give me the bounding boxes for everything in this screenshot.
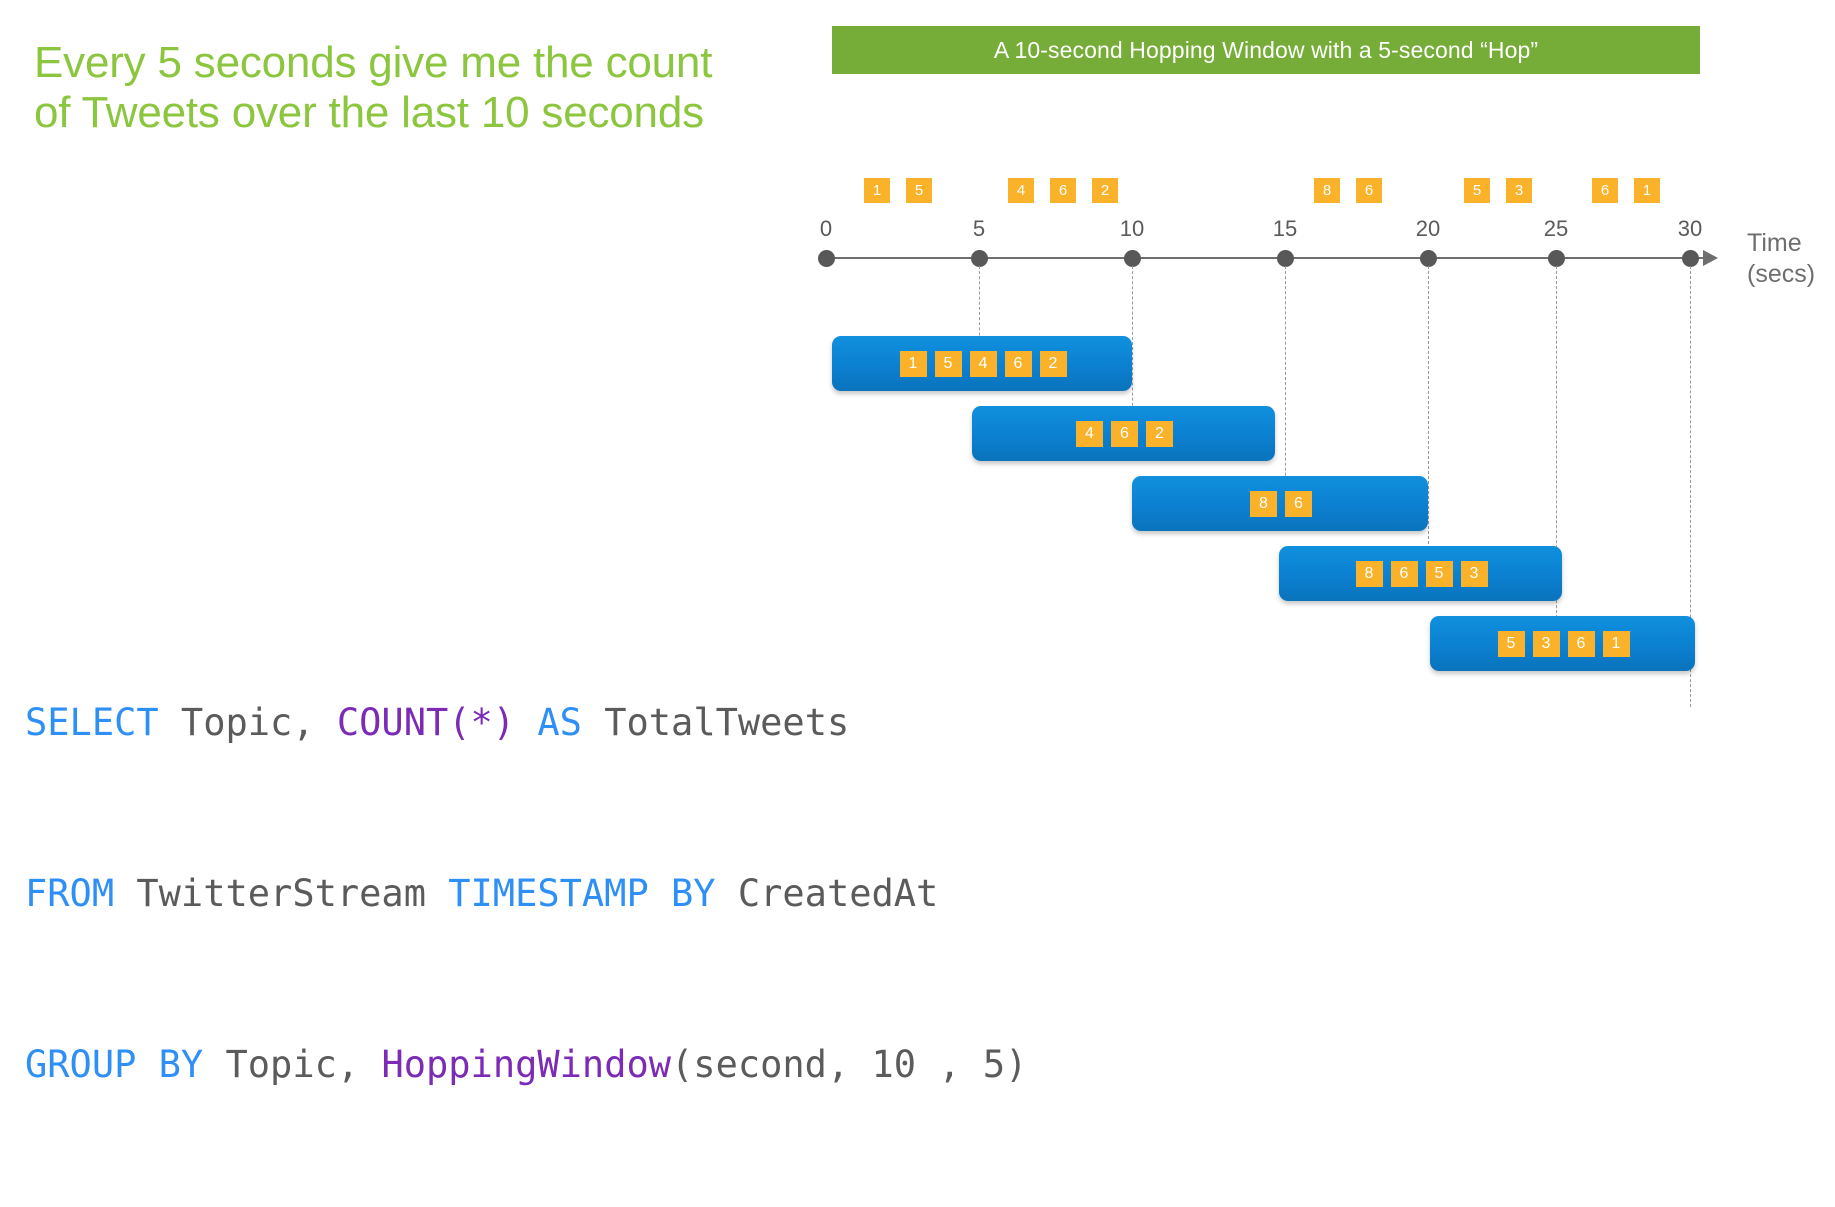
page-title: Every 5 seconds give me the count of Twe…: [34, 38, 713, 137]
window-event-chip: 1: [1602, 630, 1630, 657]
event-chip: 5: [906, 178, 932, 203]
axis-tick-dot-0: [818, 250, 835, 267]
guide-line-10: [1132, 266, 1133, 431]
event-chip: 6: [1050, 178, 1076, 203]
window-event-chip: 6: [1004, 350, 1032, 377]
window-event-chip: 8: [1355, 560, 1383, 587]
sql-token: (second, 10 , 5): [671, 1043, 1028, 1086]
diagram-title-banner: A 10-second Hopping Window with a 5-seco…: [832, 26, 1700, 74]
sql-token: AS: [537, 701, 582, 744]
axis-tick-dot-30: [1682, 250, 1699, 267]
sql-line-3: GROUP BY Topic, HoppingWindow(second, 10…: [25, 1036, 1027, 1093]
window-event-chip: 5: [1425, 560, 1453, 587]
axis-tick-label-30: 30: [1677, 216, 1703, 241]
time-axis-label: Time (secs): [1747, 228, 1815, 290]
axis-tick-label-25: 25: [1543, 216, 1569, 241]
window-event-chip: 2: [1039, 350, 1067, 377]
axis-tick-dot-5: [971, 250, 988, 267]
axis-tick-label-10: 10: [1119, 216, 1145, 241]
sql-token: FROM: [25, 872, 115, 915]
sql-token: HoppingWindow: [381, 1043, 672, 1086]
event-chip: 1: [864, 178, 890, 203]
event-chip: 2: [1092, 178, 1118, 203]
event-chip: 1: [1634, 178, 1660, 203]
sql-line-2: FROM TwitterStream TIMESTAMP BY CreatedA…: [25, 865, 1027, 922]
window-event-chip: 4: [969, 350, 997, 377]
guide-line-15: [1285, 266, 1286, 501]
event-chip: 8: [1314, 178, 1340, 203]
axis-tick-dot-20: [1420, 250, 1437, 267]
time-axis-arrow-icon: [1703, 250, 1718, 266]
axis-tick-dot-15: [1277, 250, 1294, 267]
window-event-chip: 6: [1567, 630, 1595, 657]
axis-tick-label-20: 20: [1415, 216, 1441, 241]
guide-line-5: [979, 266, 980, 361]
sql-token: SELECT: [25, 701, 159, 744]
axis-label-time: Time: [1747, 229, 1802, 257]
sql-token: Topic,: [203, 1043, 382, 1086]
sql-token: GROUP BY: [25, 1043, 204, 1086]
axis-tick-label-15: 15: [1272, 216, 1298, 241]
event-chip: 5: [1464, 178, 1490, 203]
window-event-chip: 6: [1390, 560, 1418, 587]
event-chip: 3: [1506, 178, 1532, 203]
window-event-chip: 4: [1076, 420, 1103, 447]
slide-canvas: Every 5 seconds give me the count of Twe…: [25, 26, 1816, 1086]
window-event-chip: 5: [934, 350, 962, 377]
sql-token: Topic,: [158, 701, 337, 744]
sql-token: TIMESTAMP BY: [448, 872, 716, 915]
window-event-chip: 8: [1250, 490, 1277, 517]
window-event-chip: 6: [1111, 420, 1138, 447]
window-event-chip: 5: [1497, 630, 1525, 657]
sql-token: TotalTweets: [581, 701, 850, 744]
guide-line-30: [1690, 266, 1691, 707]
axis-tick-dot-25: [1548, 250, 1565, 267]
diagram-title-text: A 10-second Hopping Window with a 5-seco…: [993, 36, 1539, 63]
window-event-chip: 3: [1532, 630, 1560, 657]
sql-query-block: SELECT Topic, COUNT(*) AS TotalTweets FR…: [25, 580, 1027, 1207]
sql-token: [515, 701, 537, 744]
window-event-chip: 2: [1146, 420, 1173, 447]
axis-tick-label-0: 0: [819, 216, 833, 241]
sql-token: TwitterStream: [114, 872, 449, 915]
guide-line-25: [1556, 266, 1557, 638]
event-chip: 6: [1592, 178, 1618, 203]
event-chip: 6: [1356, 178, 1382, 203]
window-event-chip: 6: [1285, 490, 1312, 517]
time-axis-line: [826, 257, 1706, 259]
window-event-chip: 1: [899, 350, 927, 377]
sql-line-1: SELECT Topic, COUNT(*) AS TotalTweets: [25, 694, 1027, 751]
window-event-chip: 3: [1460, 560, 1488, 587]
sql-token: CreatedAt: [715, 872, 939, 915]
axis-label-units: (secs): [1747, 260, 1816, 288]
sql-token: COUNT(*): [336, 701, 516, 744]
axis-tick-dot-10: [1124, 250, 1141, 267]
axis-tick-label-5: 5: [972, 216, 986, 241]
guide-line-20: [1428, 266, 1429, 569]
event-chip: 4: [1008, 178, 1034, 203]
